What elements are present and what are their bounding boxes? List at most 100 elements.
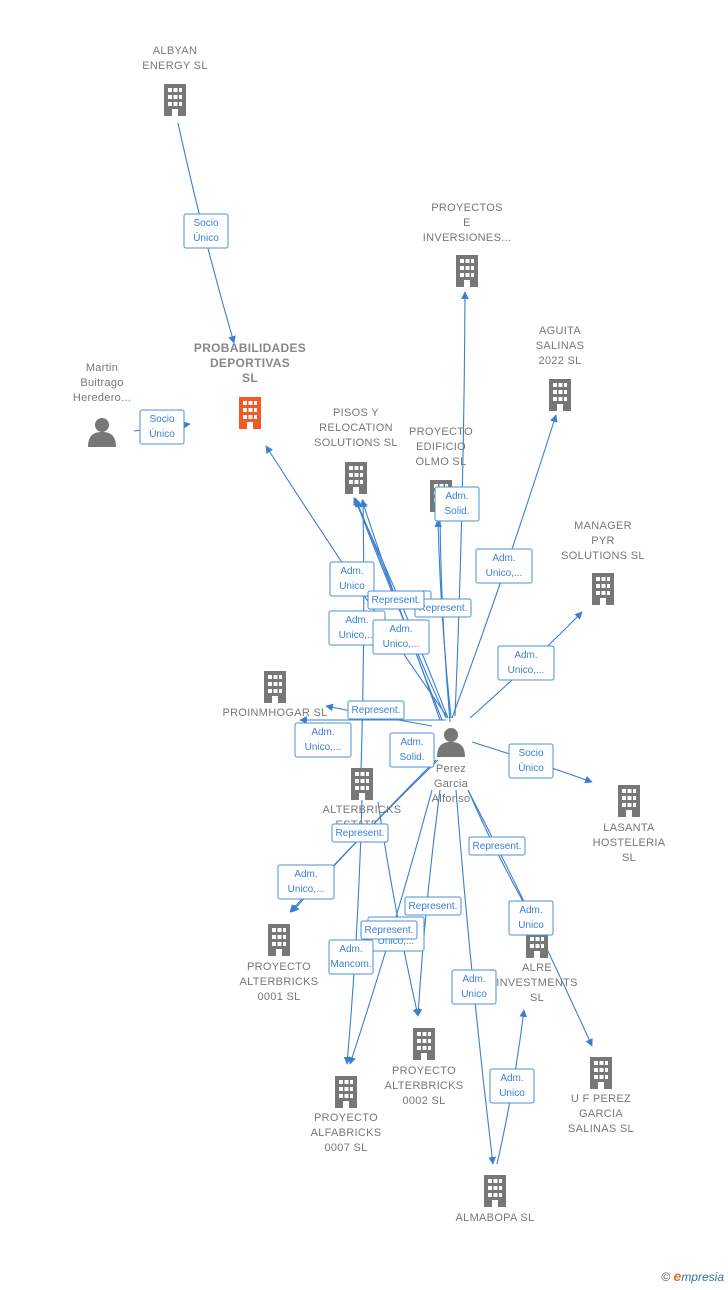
edge-label-text: Adm.: [340, 566, 363, 577]
edge-label-box: [508, 900, 554, 936]
node-label: 0001 SL: [257, 991, 300, 1003]
building-icon: [268, 924, 290, 956]
node-alre[interactable]: ALRE INVESTMENTS SL: [496, 926, 578, 1004]
edge-label[interactable]: Adm.Unico: [329, 561, 375, 597]
node-label: Martin: [86, 362, 118, 374]
edge-label-text: Solid.: [444, 506, 469, 517]
edge-label[interactable]: Adm.Solid.: [434, 486, 480, 522]
node-label: ALFABRICKS: [311, 1127, 382, 1139]
edge-label[interactable]: Represent.: [367, 590, 425, 610]
edge-label-text: Represent.: [419, 603, 468, 614]
node-label: PROYECTO: [314, 1112, 378, 1124]
edge-label-text: Represent.: [336, 828, 385, 839]
edge-label-text: Solid.: [399, 752, 424, 763]
edge-label-text: Socio: [518, 748, 543, 759]
node-martin[interactable]: MartinBuitragoHeredero...: [73, 362, 131, 447]
edge-label[interactable]: Adm. Unico,...: [497, 645, 555, 681]
edge-label-text: Adm.: [514, 650, 537, 661]
relationship-edge: [359, 499, 367, 801]
edge-label-box: [183, 213, 229, 249]
node-almabopa[interactable]: ALMABOPA SL: [456, 1175, 535, 1224]
edge-label-text: Unico,...: [339, 630, 376, 641]
edge-label[interactable]: Represent.: [331, 823, 389, 843]
edge-label[interactable]: Represent.: [468, 836, 526, 856]
edge-label-text: Adm.: [492, 553, 515, 564]
edge-label-box: [475, 548, 533, 584]
node-label: SALINAS: [536, 340, 585, 352]
node-label: SL: [530, 992, 544, 1004]
node-alterbricks[interactable]: ALTERBRICKSESTATE...: [323, 768, 402, 831]
edge-label-box: [372, 619, 430, 655]
edge-label-text: Adm.: [339, 944, 362, 955]
edge-label-box: [434, 486, 480, 522]
node-label: Buitrago: [80, 377, 123, 389]
edge-label-text: Adm.: [400, 737, 423, 748]
edge-label-text: Unico,...: [378, 936, 415, 947]
edge-label-box: [347, 700, 405, 720]
edge-label-text: Unico,...: [383, 639, 420, 650]
edge-label[interactable]: Adm.Unico,...: [475, 548, 533, 584]
node-proyectos-inv[interactable]: PROYECTOSEINVERSIONES...: [423, 202, 512, 287]
node-label: 0002 SL: [402, 1095, 445, 1107]
node-label: PROBABILIDADES: [194, 341, 306, 355]
node-label: SALINAS SL: [568, 1123, 634, 1135]
node-label: PROYECTOS: [431, 202, 503, 214]
edge-label-text: Represent.: [473, 841, 522, 852]
node-label: LASANTA: [603, 822, 655, 834]
edge-label-text: Represent.: [372, 595, 421, 606]
edge-label[interactable]: Represent.: [360, 920, 418, 940]
edge-label-text: Socio: [149, 414, 174, 425]
node-label: INVERSIONES...: [423, 232, 512, 244]
building-icon: [335, 1076, 357, 1108]
edge-label-text: Único: [149, 427, 175, 440]
person-icon: [88, 418, 116, 447]
node-label: PISOS Y: [333, 407, 379, 419]
node-label: PROYECTO: [392, 1065, 456, 1077]
edge-labels-layer: SocioÚnicoSocioÚnicoAdm.Solid.Adm.Unico,…: [139, 213, 555, 1104]
edge-label-box: [294, 722, 352, 758]
edge-label[interactable]: Represent.: [347, 700, 405, 720]
edge-label-box: [489, 1068, 535, 1104]
edge-label[interactable]: Adm.Unico: [508, 900, 554, 936]
edge-label[interactable]: Adm.Unico,...: [277, 864, 335, 900]
edge-label[interactable]: Adm. Solid.: [389, 732, 435, 768]
edge-label-text: Represent.: [352, 705, 401, 716]
edge-label[interactable]: Adm.Unico: [489, 1068, 535, 1104]
building-icon: [239, 397, 261, 429]
node-label: ENERGY SL: [142, 60, 207, 72]
node-label: INVESTMENTS: [496, 977, 578, 989]
node-label: SOLUTIONS SL: [314, 437, 398, 449]
logo-text: mpresia: [681, 1270, 724, 1284]
node-label: ALRE: [522, 962, 552, 974]
node-label: ALMABOPA SL: [456, 1212, 535, 1224]
edge-label[interactable]: Adm.Mancom.: [328, 939, 374, 975]
edge-label-box: [139, 409, 185, 445]
edge-label-text: Adm.: [311, 727, 334, 738]
edge-label[interactable]: Adm.Unico: [451, 969, 497, 1005]
edge-label[interactable]: Adm.Unico,...: [372, 619, 430, 655]
edge-label-text: Unico,...: [508, 665, 545, 676]
edge-label-text: Adm.: [345, 615, 368, 626]
building-icon: [413, 1028, 435, 1060]
node-proinmhogar[interactable]: PROINMHOGAR SL: [222, 671, 327, 719]
building-icon: [345, 462, 367, 494]
edge-label[interactable]: Represent.: [404, 896, 462, 916]
edge-label[interactable]: Adm.Unico,...: [294, 722, 352, 758]
